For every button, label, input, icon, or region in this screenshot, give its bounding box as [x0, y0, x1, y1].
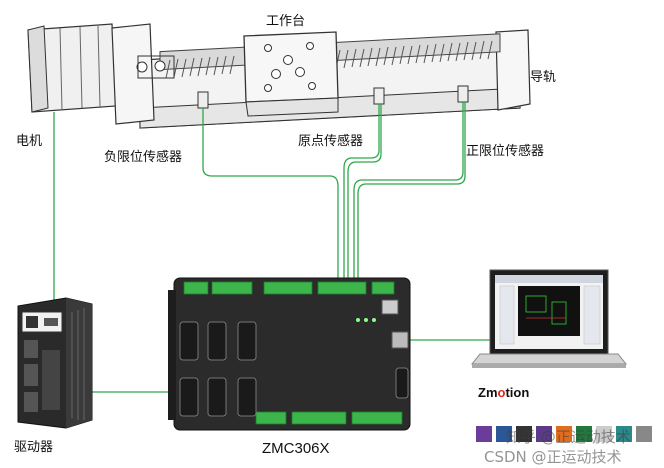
- linear-stage: [27, 23, 531, 129]
- laptop: [470, 269, 628, 368]
- zhihu-watermark: 知乎 @正运动技术: [506, 428, 631, 446]
- neg-limit-label: 负限位传感器: [104, 150, 183, 165]
- wiring: [53, 102, 490, 393]
- origin-sensor: [373, 87, 385, 105]
- controller-model-label: ZMC306X: [262, 440, 330, 457]
- csdn-watermark: CSDN @正运动技术: [484, 448, 622, 466]
- controller-zmc306x: [168, 277, 411, 431]
- pos-limit-label: 正限位传感器: [466, 144, 545, 159]
- neg-limit-wire: [202, 108, 339, 282]
- pos-limit-sensor: [457, 85, 469, 103]
- neg-limit-sensor: [197, 91, 209, 109]
- motor-label: 电机: [16, 134, 43, 149]
- pos-limit-wire: [353, 102, 464, 282]
- origin-wire-b: [347, 104, 382, 282]
- workbench-label: 工作台: [266, 14, 306, 29]
- zmotion-logo: Zmotion: [478, 385, 530, 400]
- origin-label: 原点传感器: [298, 134, 364, 149]
- origin-wire-a: [343, 104, 380, 282]
- guide-rail-label: 导轨: [530, 70, 557, 85]
- software-icon-strip: [476, 426, 652, 442]
- workbench-block: [243, 31, 339, 117]
- servo-driver: [17, 297, 93, 429]
- servo-motor: [27, 23, 175, 125]
- driver-label: 驱动器: [14, 440, 54, 455]
